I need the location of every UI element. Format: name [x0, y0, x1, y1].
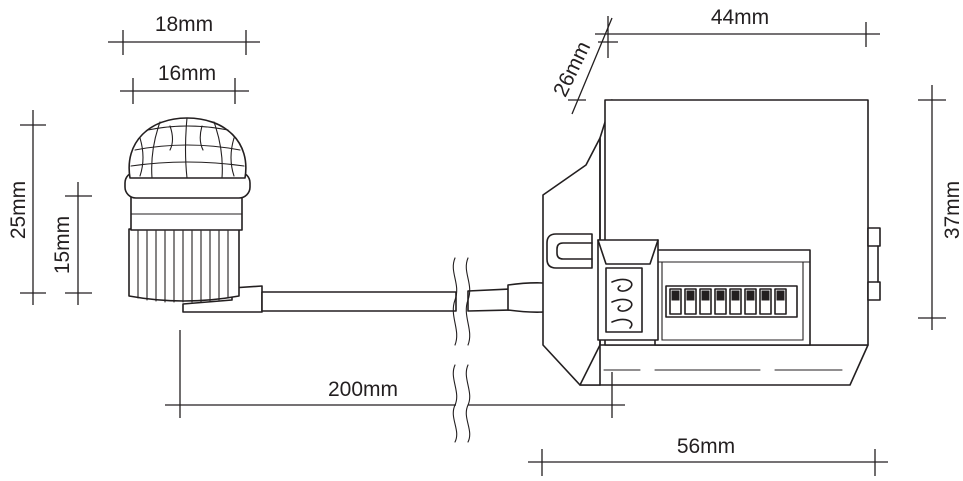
dip-switch — [714, 288, 727, 315]
dip-switch — [774, 288, 787, 315]
box-height-label: 37mm — [941, 181, 963, 239]
dip-switches — [669, 288, 787, 315]
sensor-cable-connector — [182, 285, 263, 313]
cable-segment-left — [261, 291, 457, 312]
box-length-label: 56mm — [677, 435, 735, 458]
fresnel-lens-pattern — [130, 117, 245, 179]
dip-switch — [699, 288, 712, 315]
control-box — [542, 99, 881, 386]
pir-sensor-head — [124, 117, 263, 313]
box-width-label: 44mm — [711, 6, 769, 29]
wire-curls — [611, 278, 633, 329]
cable-clip — [546, 233, 593, 269]
dip-switch — [744, 288, 757, 315]
box-right-notch-top — [867, 227, 881, 247]
dimension-box-height: 37mm — [918, 85, 963, 330]
sensor-outer-diameter-label: 18mm — [155, 13, 213, 36]
cable-segment-right — [467, 288, 511, 312]
dip-switch-panel — [654, 249, 811, 346]
sensor-neck — [130, 195, 243, 231]
dimension-sensor-base-height: 15mm — [51, 182, 92, 305]
dimension-break-mark-right — [465, 364, 471, 443]
sensor-base-height-label: 15mm — [51, 216, 74, 274]
dimension-box-length: 56mm — [528, 435, 888, 476]
dimension-break-mark-left — [452, 364, 458, 443]
dip-switch — [684, 288, 697, 315]
sensor-inner-diameter-label: 16mm — [158, 62, 216, 85]
cable-length-label: 200mm — [328, 378, 398, 401]
sensor-ribs — [137, 230, 229, 303]
dimension-box-width: 44mm — [595, 6, 880, 58]
box-bottom-strip — [579, 344, 869, 386]
dimension-sensor-height: 25mm — [7, 110, 46, 305]
cable-break-mark-right — [465, 257, 471, 346]
box-depth-label: 26mm — [549, 38, 595, 101]
sensor-ribbed-body — [128, 228, 240, 302]
dimension-cable-length: 200mm — [165, 330, 625, 443]
terminal-block — [597, 239, 659, 341]
cable-break-mark-left — [452, 257, 458, 346]
sensor-height-label: 25mm — [7, 181, 30, 239]
dimension-sensor-inner: 16mm — [120, 62, 249, 104]
dimension-sensor-outer: 18mm — [108, 13, 260, 55]
dip-switch — [669, 288, 682, 315]
dip-switch — [759, 288, 772, 315]
dip-switch — [729, 288, 742, 315]
box-right-notch-bottom — [867, 281, 881, 301]
